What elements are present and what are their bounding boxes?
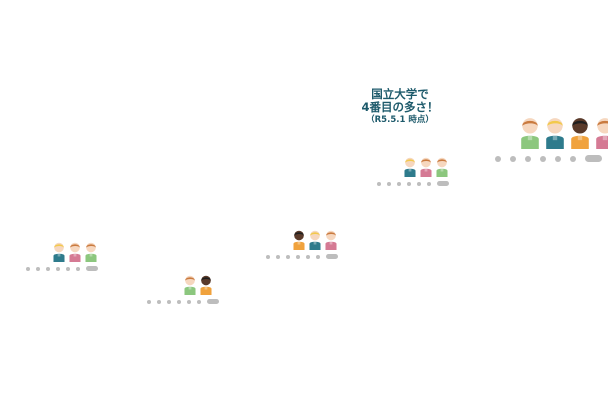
- dot-marker: [266, 254, 270, 259]
- person-icon: [419, 157, 433, 177]
- dot-marker: [525, 155, 531, 162]
- person-icon: [324, 230, 338, 250]
- person-icon: [183, 275, 197, 295]
- pill-marker: [86, 266, 98, 271]
- dot-marker: [387, 181, 391, 186]
- pill-marker: [326, 254, 338, 259]
- dot-marker: [276, 254, 280, 259]
- dot-marker: [187, 299, 191, 304]
- dot-marker: [36, 266, 40, 271]
- dot-marker: [157, 299, 161, 304]
- people-row: [183, 275, 215, 295]
- dot-row: [495, 155, 602, 162]
- dot-marker: [197, 299, 201, 304]
- dot-marker: [147, 299, 151, 304]
- dot-marker: [427, 181, 431, 186]
- pill-marker: [207, 299, 219, 304]
- callout-text: 国立大学で 4番目の多さ！ （R5.5.1 時点）: [352, 88, 448, 127]
- dot-marker: [177, 299, 181, 304]
- dot-marker: [286, 254, 290, 259]
- person-icon: [52, 242, 66, 262]
- callout-line-3: （R5.5.1 時点）: [366, 115, 434, 125]
- callout-line-2: 4番目の多さ！: [361, 100, 439, 114]
- dot-marker: [495, 155, 501, 162]
- dot-row: [26, 266, 98, 271]
- dot-marker: [407, 181, 411, 186]
- dot-marker: [510, 155, 516, 162]
- dot-marker: [46, 266, 50, 271]
- people-row: [403, 157, 451, 177]
- person-icon: [544, 117, 566, 149]
- dot-marker: [296, 254, 300, 259]
- person-icon: [519, 117, 541, 149]
- dot-marker: [56, 266, 60, 271]
- person-icon: [68, 242, 82, 262]
- person-icon: [84, 242, 98, 262]
- dot-marker: [66, 266, 70, 271]
- callout-line-1: 国立大学で: [371, 87, 429, 101]
- dot-marker: [167, 299, 171, 304]
- dot-marker: [555, 155, 561, 162]
- person-icon: [292, 230, 306, 250]
- dot-marker: [377, 181, 381, 186]
- person-icon: [594, 117, 608, 149]
- dot-row: [266, 254, 338, 259]
- people-row: [519, 117, 608, 149]
- dot-marker: [76, 266, 80, 271]
- dot-marker: [417, 181, 421, 186]
- dot-row: [377, 181, 449, 186]
- people-row: [292, 230, 340, 250]
- person-icon: [308, 230, 322, 250]
- person-icon: [569, 117, 591, 149]
- person-icon: [403, 157, 417, 177]
- dot-marker: [570, 155, 576, 162]
- person-icon: [199, 275, 213, 295]
- dot-marker: [26, 266, 30, 271]
- dot-row: [147, 299, 219, 304]
- dot-marker: [540, 155, 546, 162]
- people-row: [52, 242, 100, 262]
- dot-marker: [306, 254, 310, 259]
- person-icon: [435, 157, 449, 177]
- pill-marker: [585, 155, 602, 162]
- dot-marker: [397, 181, 401, 186]
- dot-marker: [316, 254, 320, 259]
- pill-marker: [437, 181, 449, 186]
